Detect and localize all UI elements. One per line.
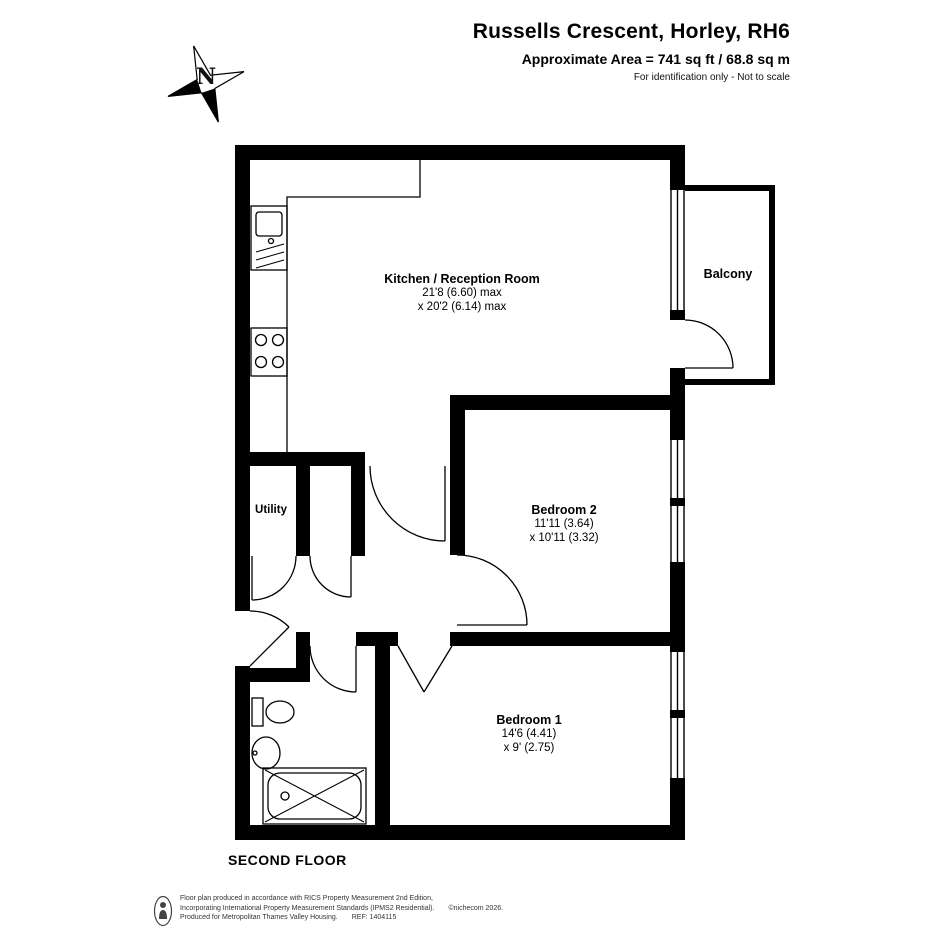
kitchen-fixtures [250, 160, 421, 452]
compass-icon: N [167, 45, 245, 123]
kitchen-window [670, 190, 685, 310]
bedroom1-window-1 [670, 652, 685, 710]
bedroom1-dim1: 14'6 (4.41) [501, 728, 557, 740]
bedroom2-door [456, 554, 528, 626]
stove-icon [250, 327, 288, 377]
bedroom1-dim2: x 9' (2.75) [503, 742, 555, 754]
exterior-walls [235, 145, 685, 840]
footer-line2-text: Incorporating International Property Mea… [180, 904, 435, 912]
bedroom2-dim1: 11'11 (3.64) [534, 518, 594, 530]
bedroom2-window-2 [670, 506, 685, 562]
kitchen-counter [286, 160, 421, 452]
kitchen-name: Kitchen / Reception Room [384, 272, 540, 286]
balcony-walls [685, 185, 775, 385]
balcony-name: Balcony [703, 267, 753, 281]
kitchen-sink-icon [250, 205, 288, 271]
toilet-icon [251, 697, 295, 727]
bedroom1-label: Bedroom 1 14'6 (4.41) x 9' (2.75) [496, 713, 561, 755]
balcony-label: Balcony [704, 267, 753, 281]
footer-line3: Produced for Metropolitan Thames Valley … [180, 913, 660, 923]
utility-label: Utility [255, 503, 287, 517]
bedroom1-name: Bedroom 1 [496, 713, 562, 727]
bedroom2-dim2: x 10'11 (3.32) [529, 532, 599, 544]
closet-door [309, 555, 352, 598]
nichecom-logo-icon [153, 895, 173, 927]
bathroom-fixtures [251, 697, 367, 825]
utility-name: Utility [255, 504, 287, 516]
reception-hall-door [369, 465, 446, 542]
bedroom2-name: Bedroom 2 [531, 503, 597, 517]
header: Russells Crescent, Horley, RH6 Approxima… [473, 20, 790, 83]
bedroom1-window-2 [670, 718, 685, 778]
bedroom1-double-door [397, 645, 453, 693]
interior-walls [235, 395, 685, 825]
area-text: Approximate Area = 741 sq ft / 68.8 sq m [521, 51, 790, 67]
utility-door [251, 555, 297, 601]
kitchen-label: Kitchen / Reception Room 21'8 (6.60) max… [384, 272, 540, 314]
bedroom2-label: Bedroom 2 11'11 (3.64) x 10'11 (3.32) [529, 503, 598, 545]
page-title: Russells Crescent, Horley, RH6 [472, 20, 790, 43]
entrance-door [249, 610, 290, 667]
footer-copyright: ©nichecom 2026. [448, 904, 504, 912]
footer: Floor plan produced in accordance with R… [180, 894, 660, 923]
windows [670, 190, 685, 778]
basin-icon [251, 736, 281, 770]
footer-line1: Floor plan produced in accordance with R… [180, 895, 433, 902]
disclaimer-text: For identification only - Not to scale [633, 72, 790, 83]
floor-label: SECOND FLOOR [228, 852, 347, 868]
kitchen-dim1: 21'8 (6.60) max [422, 287, 502, 299]
footer-ref: REF: 1404115 [351, 914, 397, 921]
doors [249, 319, 734, 693]
balcony-door [684, 319, 734, 369]
bathtub-icon [262, 767, 367, 825]
kitchen-dim2: x 20'2 (6.14) max [417, 301, 507, 313]
compass-north-label: N [196, 64, 216, 90]
bathroom-door [309, 645, 357, 693]
bedroom2-window-1 [670, 440, 685, 498]
footer-line2: Incorporating International Property Mea… [180, 904, 660, 914]
footer-line3-text: Produced for Metropolitan Thames Valley … [180, 914, 338, 921]
